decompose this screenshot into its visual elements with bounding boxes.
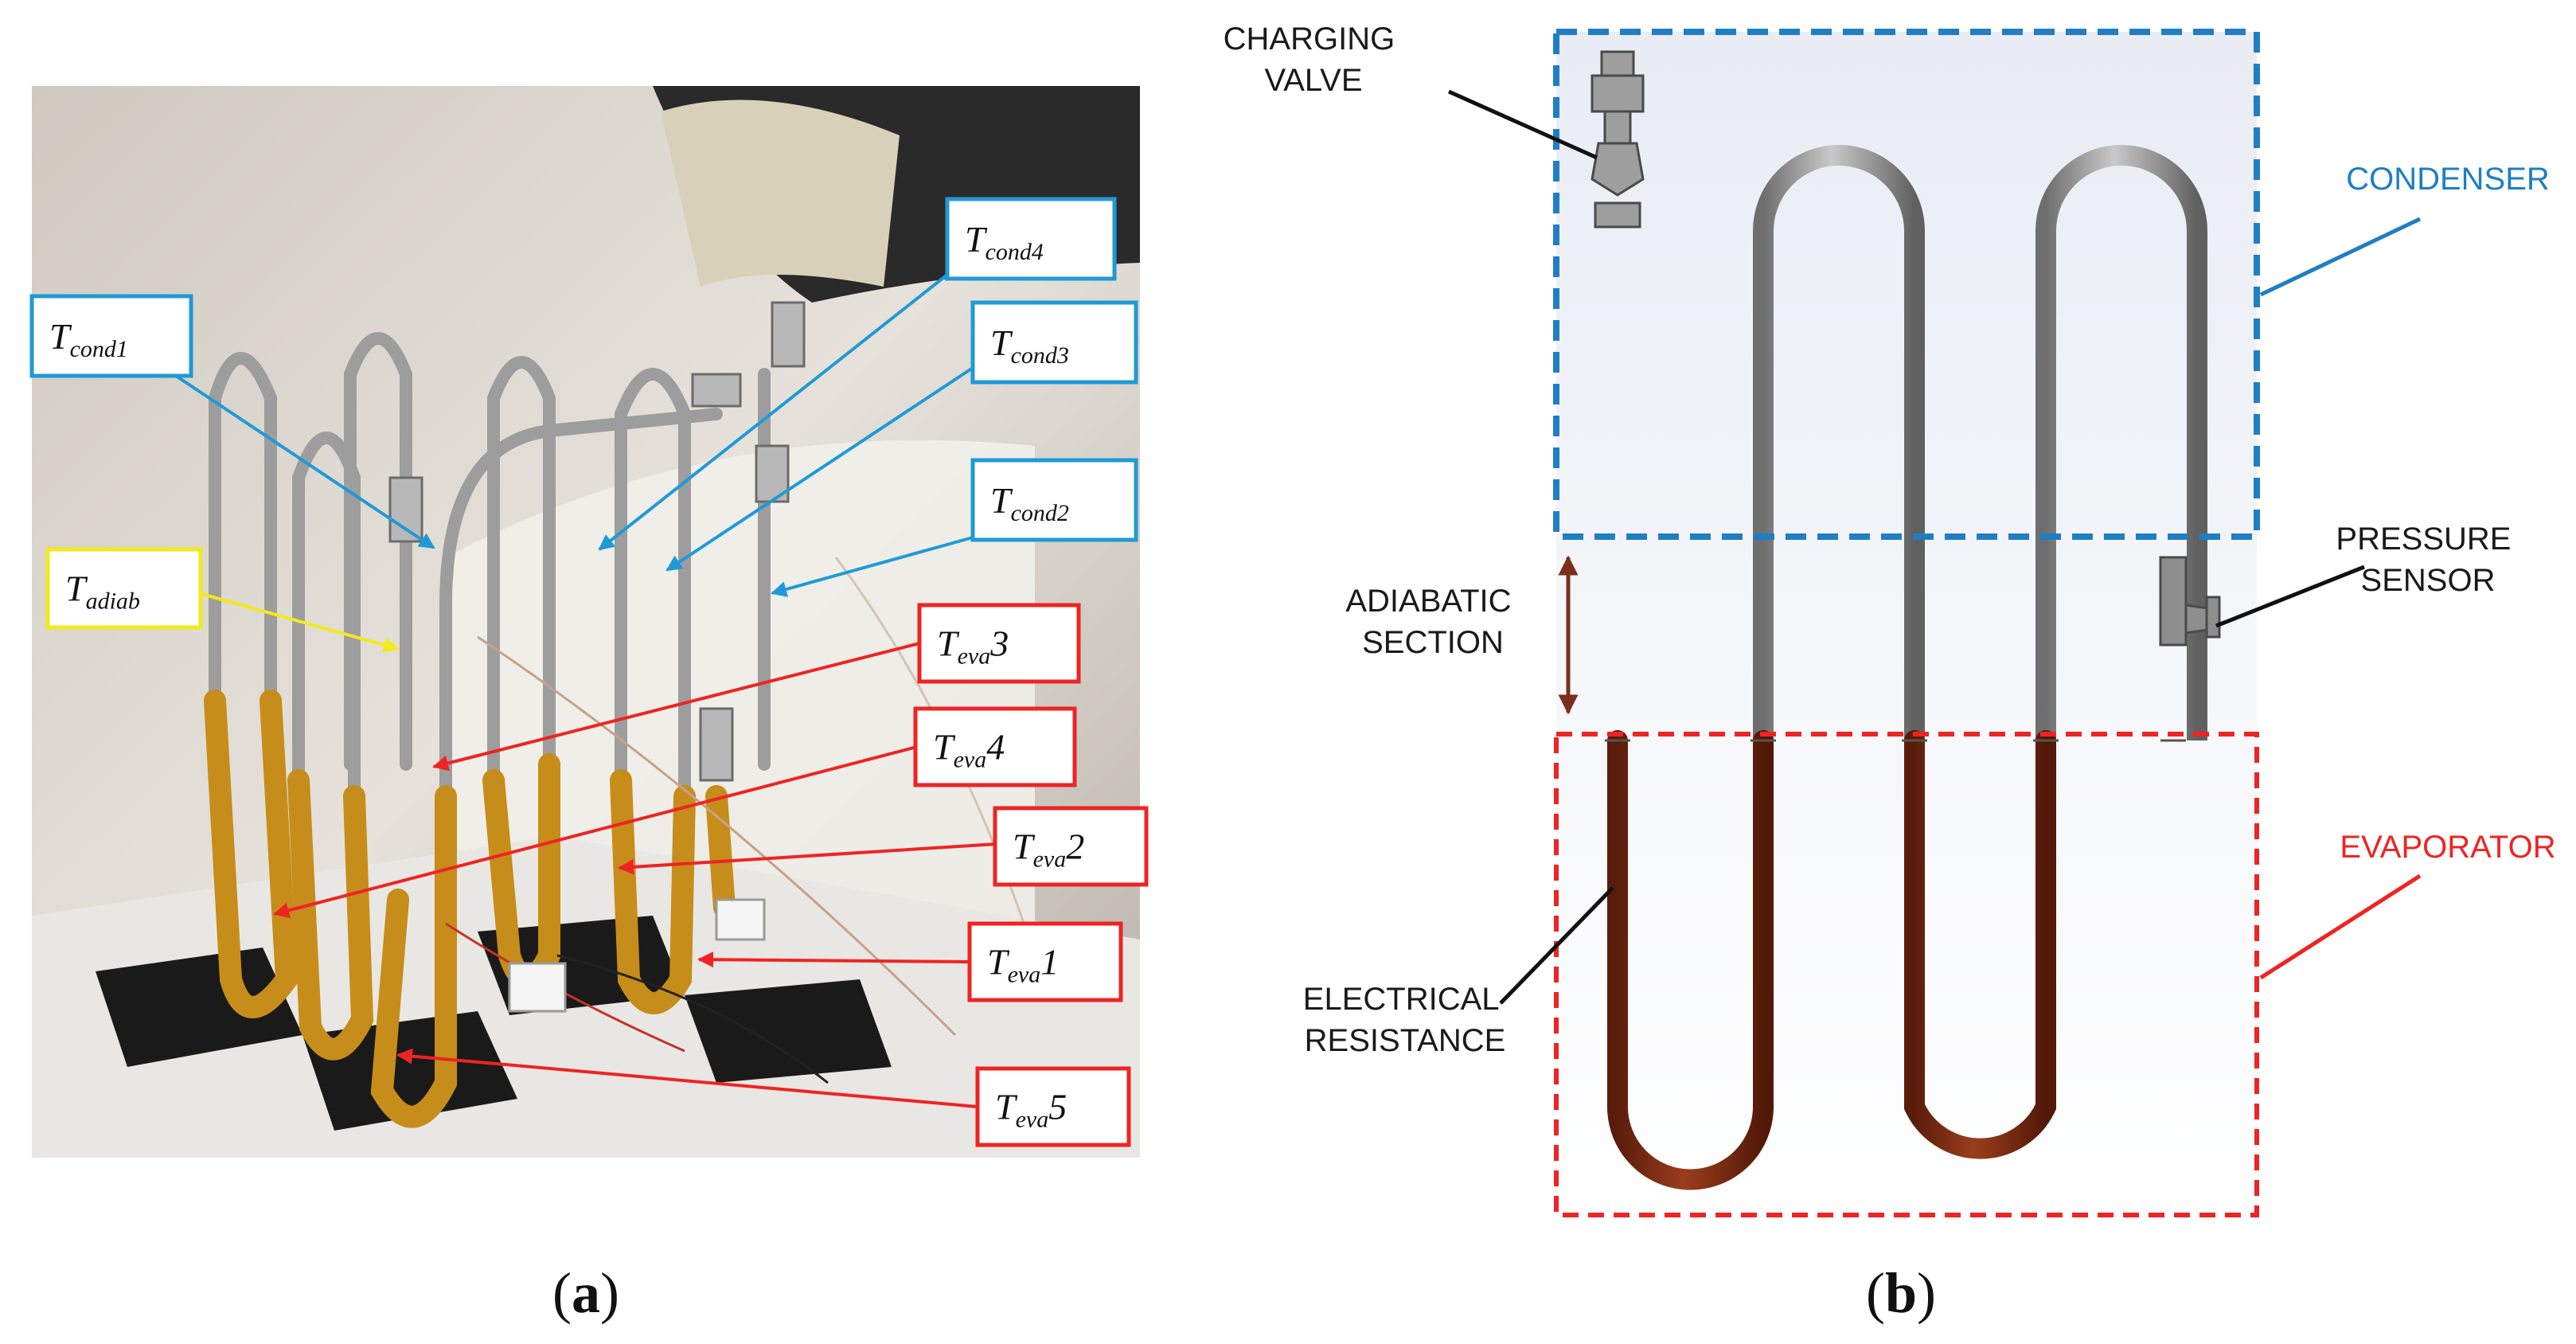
label-text-eva4: Teva4 xyxy=(933,726,1005,772)
leader-eva2 xyxy=(618,842,997,875)
label-box-cond1 xyxy=(29,294,193,378)
label-box-eva2 xyxy=(993,806,1149,887)
label-box-eva3 xyxy=(917,603,1081,684)
photo-terminals xyxy=(508,898,766,1013)
leader-cond1 xyxy=(158,363,435,549)
electrical-resistance-label: ELECTRICAL RESISTANCE xyxy=(1303,982,1507,1058)
label-box-cond2 xyxy=(970,458,1138,542)
label-box-cond3 xyxy=(970,300,1138,385)
label-text-cond4: Tcond4 xyxy=(965,219,1044,265)
label-cond3: Tcond3 xyxy=(970,300,1138,385)
leader-adiab xyxy=(198,592,400,653)
leader-charging-valve xyxy=(1447,89,1598,160)
label-text-eva1: Teva1 xyxy=(987,941,1059,987)
label-cond1: Tcond1 xyxy=(29,294,193,378)
label-text-cond3: Tcond3 xyxy=(990,322,1069,369)
pressure-sensor-shape xyxy=(2159,556,2221,647)
label-eva1: Teva1 xyxy=(967,921,1123,1002)
charging-valve-shape xyxy=(1590,50,1645,229)
leader-eva3 xyxy=(432,642,920,772)
label-cond2: Tcond2 xyxy=(970,458,1138,542)
leader-evaporator xyxy=(2259,873,2422,980)
evaporator-label: EVAPORATOR xyxy=(2340,830,2555,865)
checker-dark-4 xyxy=(685,979,892,1083)
leader-eva1 xyxy=(697,951,970,968)
label-text-adiab: Tadiab xyxy=(65,568,140,615)
caption-a: (a) xyxy=(552,1261,619,1325)
condenser-box xyxy=(1553,29,2260,540)
photo-steel-loops xyxy=(209,332,771,803)
pressure-sensor-label: PRESSURE SENSOR xyxy=(2336,522,2519,598)
panel-a-labels: Tcond1 Tcond4Tcond3Tcond2TadiabTeva3Teva4… xyxy=(29,197,1149,1147)
caption-b: (b) xyxy=(1866,1261,1936,1325)
leader-eva5 xyxy=(396,1048,978,1108)
adiabatic-section-label: ADIABATIC SECTION xyxy=(1345,584,1520,660)
label-text-eva5: Teva5 xyxy=(995,1086,1067,1132)
leader-cond3 xyxy=(665,365,977,572)
label-cond4: Tcond4 xyxy=(945,197,1117,281)
label-eva3: Teva3 xyxy=(917,603,1081,684)
label-eva2: Teva2 xyxy=(993,806,1149,887)
panel-b-annotations: CHARGING VALVE CONDENSER ADIABATIC SECTI… xyxy=(1224,21,2556,1058)
label-box-cond4 xyxy=(945,197,1117,281)
panel-a: Tcond1 Tcond4Tcond3Tcond2TadiabTeva3Teva4… xyxy=(29,86,1149,1325)
leader-eva4 xyxy=(273,745,918,919)
charging-valve-label: CHARGING VALVE xyxy=(1224,21,1404,98)
label-text-cond2: Tcond2 xyxy=(990,480,1069,526)
label-box-eva5 xyxy=(975,1066,1131,1147)
leader-condenser xyxy=(2259,217,2422,297)
checker-dark-1 xyxy=(96,947,302,1067)
leader-cond4 xyxy=(598,273,949,551)
label-text-eva3: Teva3 xyxy=(937,623,1009,669)
label-eva4: Teva4 xyxy=(913,706,1077,787)
label-box-adiab xyxy=(45,547,203,630)
label-box-eva1 xyxy=(967,921,1123,1002)
leader-pressure-sensor xyxy=(2215,565,2365,628)
evaporator-box xyxy=(1554,732,2259,1217)
label-adiab: Tadiab xyxy=(45,547,203,630)
label-text-cond1: Tcond1 xyxy=(49,316,128,362)
leader-cond2 xyxy=(771,536,974,597)
leader-electrical-resistance xyxy=(1499,886,1614,1005)
condenser-label: CONDENSER xyxy=(2346,162,2550,197)
panel-a-leaders xyxy=(158,273,997,1108)
label-box-eva4 xyxy=(913,706,1077,787)
copper-tubes xyxy=(1607,730,2184,1201)
label-text-eva2: Teva2 xyxy=(1013,826,1084,872)
steel-tubes xyxy=(1607,145,2207,740)
label-eva5: Teva5 xyxy=(975,1066,1131,1147)
tape-roll xyxy=(661,100,900,287)
panel-b: CHARGING VALVE CONDENSER ADIABATIC SECTI… xyxy=(1224,21,2556,1325)
panel-b-leaders xyxy=(1447,89,2422,1005)
